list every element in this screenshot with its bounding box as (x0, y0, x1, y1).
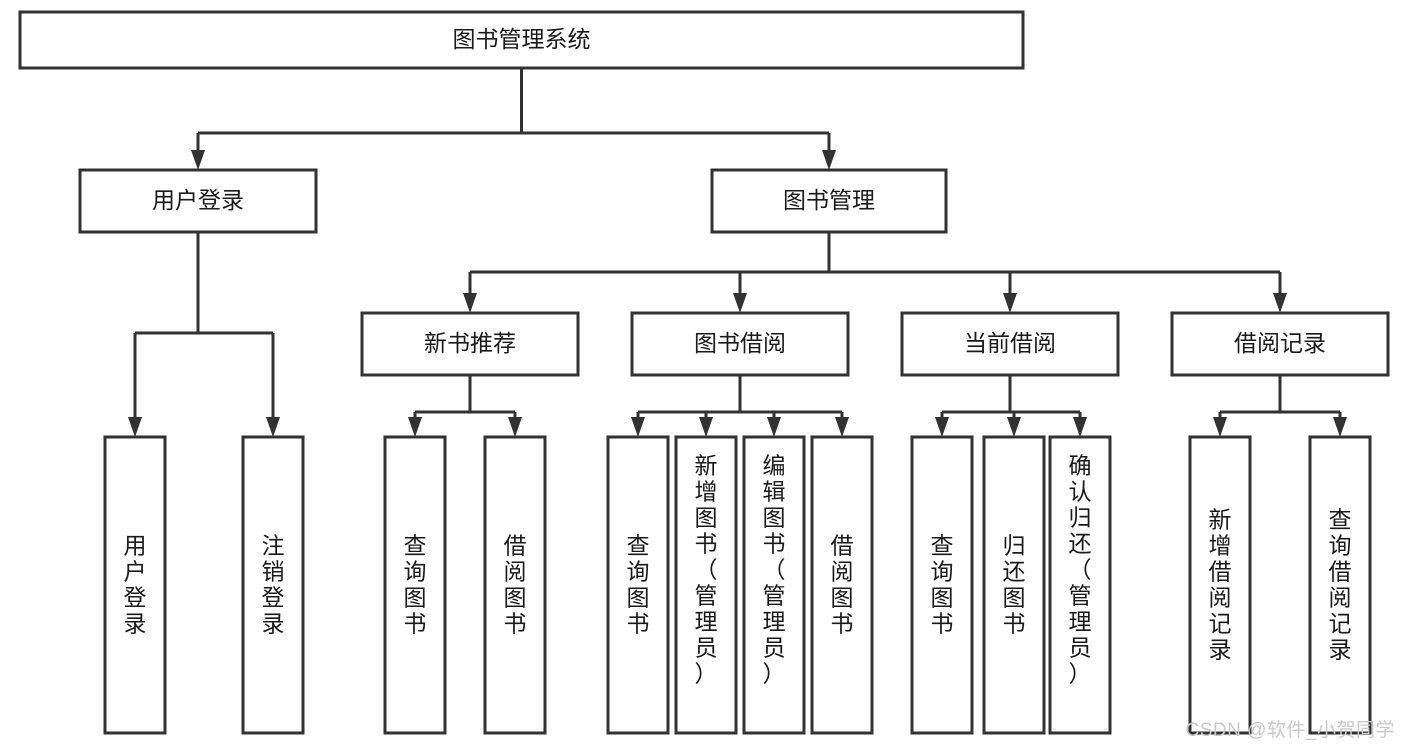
node-label-l6: 新增图书（管理员） (695, 452, 718, 686)
node-box-l7[interactable] (742, 435, 806, 735)
node-label-root: 图书管理系统 (453, 26, 591, 52)
connector-group-borrow (631, 375, 849, 437)
node-label-current: 当前借阅 (964, 330, 1056, 356)
node-newbook[interactable]: 新书推荐 (360, 311, 580, 377)
node-l2[interactable]: 注销登录 (241, 435, 305, 735)
node-root[interactable]: 图书管理系统 (18, 10, 1025, 70)
node-l8[interactable]: 借阅图书 (810, 435, 874, 735)
node-box-bookmgmt[interactable] (710, 168, 948, 234)
node-box-l3[interactable] (383, 435, 447, 735)
node-label-newbook: 新书推荐 (424, 330, 516, 356)
node-box-l6[interactable] (674, 435, 738, 735)
node-label-records: 借阅记录 (1234, 330, 1326, 356)
connector-group-bookmgmt (463, 232, 1287, 313)
node-label-l5: 查询图书 (627, 532, 650, 636)
node-l6[interactable]: 新增图书（管理员） (674, 435, 738, 735)
node-box-borrow[interactable] (630, 311, 850, 377)
node-box-login[interactable] (78, 168, 318, 234)
node-current[interactable]: 当前借阅 (900, 311, 1120, 377)
node-box-newbook[interactable] (360, 311, 580, 377)
node-label-l13: 查询借阅记录 (1329, 506, 1352, 662)
node-label-l3: 查询图书 (404, 532, 427, 636)
connector-group-current (935, 375, 1087, 437)
node-box-l9[interactable] (910, 435, 974, 735)
connector-layer (128, 68, 1347, 437)
node-l10[interactable]: 归还图书 (982, 435, 1046, 735)
node-label-bookmgmt: 图书管理 (783, 187, 875, 213)
connector-group-login (128, 232, 280, 437)
connector-group-records (1213, 375, 1347, 437)
connector-group-root (191, 68, 836, 170)
node-label-l7: 编辑图书（管理员） (763, 452, 786, 686)
node-login[interactable]: 用户登录 (78, 168, 318, 234)
node-label-l4: 借阅图书 (504, 532, 527, 636)
node-box-l4[interactable] (483, 435, 547, 735)
node-l1[interactable]: 用户登录 (103, 435, 167, 735)
node-box-l13[interactable] (1308, 435, 1372, 735)
node-label-borrow: 图书借阅 (694, 330, 786, 356)
node-borrow[interactable]: 图书借阅 (630, 311, 850, 377)
node-label-l8: 借阅图书 (831, 532, 854, 636)
node-bookmgmt[interactable]: 图书管理 (710, 168, 948, 234)
node-label-login: 用户登录 (152, 187, 244, 213)
node-box-l10[interactable] (982, 435, 1046, 735)
node-l5[interactable]: 查询图书 (606, 435, 670, 735)
node-l7[interactable]: 编辑图书（管理员） (742, 435, 806, 735)
node-box-l1[interactable] (103, 435, 167, 735)
node-l12[interactable]: 新增借阅记录 (1188, 435, 1252, 735)
node-box-l12[interactable] (1188, 435, 1252, 735)
node-l11[interactable]: 确认归还（管理员） (1048, 435, 1112, 735)
node-records[interactable]: 借阅记录 (1170, 311, 1390, 377)
node-box-l2[interactable] (241, 435, 305, 735)
node-l4[interactable]: 借阅图书 (483, 435, 547, 735)
node-layer: 图书管理系统用户登录图书管理新书推荐图书借阅当前借阅借阅记录用户登录注销登录查询… (18, 10, 1390, 735)
node-label-l11: 确认归还（管理员） (1069, 452, 1092, 686)
node-box-l8[interactable] (810, 435, 874, 735)
node-label-l9: 查询图书 (931, 532, 954, 636)
node-box-current[interactable] (900, 311, 1120, 377)
node-label-l12: 新增借阅记录 (1209, 506, 1232, 662)
node-label-l2: 注销登录 (262, 532, 285, 636)
node-box-root[interactable] (18, 10, 1025, 70)
node-label-l1: 用户登录 (124, 532, 147, 636)
node-l3[interactable]: 查询图书 (383, 435, 447, 735)
node-l9[interactable]: 查询图书 (910, 435, 974, 735)
connector-group-newbook (408, 375, 522, 437)
node-box-l5[interactable] (606, 435, 670, 735)
node-label-l10: 归还图书 (1003, 532, 1026, 636)
node-box-l11[interactable] (1048, 435, 1112, 735)
node-box-records[interactable] (1170, 311, 1390, 377)
node-l13[interactable]: 查询借阅记录 (1308, 435, 1372, 735)
